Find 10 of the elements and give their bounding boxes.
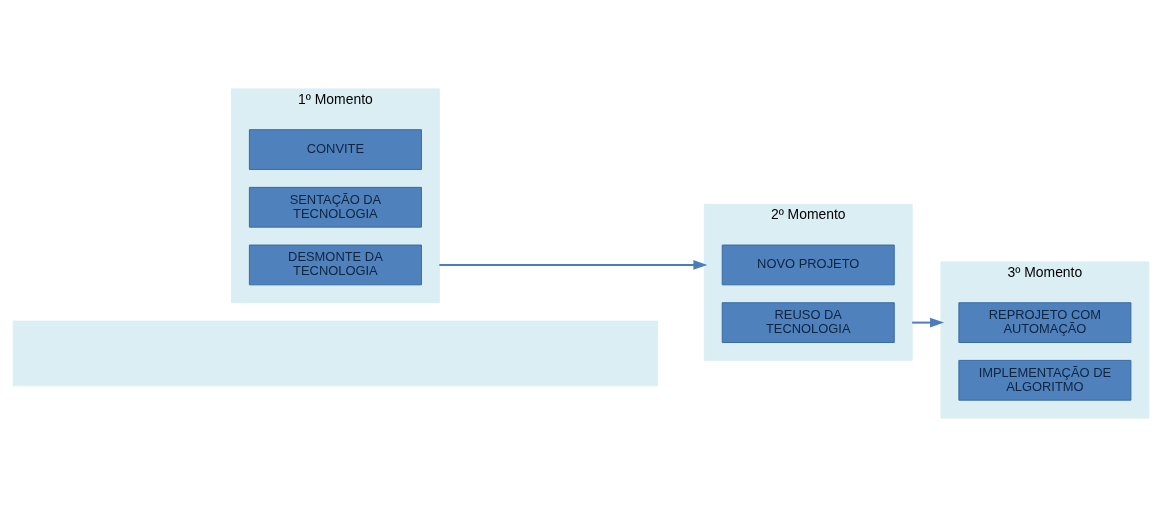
node-box: REUSO DA TECNOLOGIA — [721, 301, 895, 343]
arrow — [438, 259, 708, 270]
node-box — [12, 320, 659, 386]
node-box: DESMONTE DA TECNOLOGIA — [248, 244, 422, 285]
node-box: NOVO PROJETO — [721, 244, 895, 285]
arrow — [911, 317, 944, 327]
node-box: IMPLEMENTAÇÃO DE ALGORITMO — [958, 359, 1132, 401]
node-box: CONVITE — [248, 128, 422, 170]
node-box: REPROJETO COM AUTOMAÇÃO — [958, 301, 1132, 343]
node-box: SENTAÇÃO DA TECNOLOGIA — [248, 186, 422, 228]
